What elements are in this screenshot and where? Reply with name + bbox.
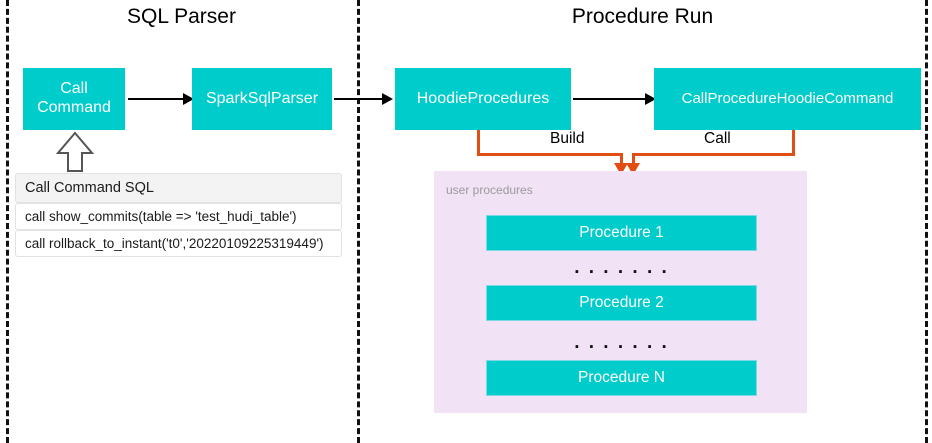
section-title-procedure-run: Procedure Run [571, 5, 714, 28]
sql-table-row-1: call show_commits(table => 'test_hudi_ta… [15, 203, 342, 230]
procedure-box-2[interactable]: Procedure 2 [486, 285, 757, 321]
call-connector-vertical-left [632, 153, 635, 164]
arrow-hoodie-procedures-to-command [573, 98, 645, 100]
sql-table-row-2: call rollback_to_instant('t0','202201092… [15, 230, 342, 257]
arrow-head-hoodie-procedures-to-command [645, 93, 656, 105]
call-command-sql-table: Call Command SQL call show_commits(table… [15, 173, 342, 257]
arrow-head-parser-to-hoodie-procedures [382, 93, 393, 105]
build-connector-horizontal [477, 153, 623, 156]
build-connector-vertical-left [477, 130, 480, 156]
call-connector-label: Call [700, 130, 735, 148]
node-hoodie-procedures[interactable]: HoodieProcedures [395, 68, 571, 130]
node-call-command[interactable]: Call Command [23, 68, 125, 130]
build-connector-label: Build [546, 130, 589, 148]
call-connector-horizontal [632, 153, 795, 156]
build-connector-vertical-right [620, 153, 623, 164]
divider-left [6, 0, 9, 443]
arrow-call-command-to-parser [128, 98, 183, 100]
node-spark-sql-parser[interactable]: SparkSqlParser [192, 68, 332, 130]
procedure-separator-2: . . . . . . . [574, 332, 669, 353]
call-connector-vertical-right [792, 130, 795, 156]
procedure-separator-1: . . . . . . . [574, 257, 669, 278]
user-procedures-panel-label: user procedures [446, 183, 533, 197]
procedure-box-n[interactable]: Procedure N [486, 360, 757, 396]
section-title-sql-parser: SQL Parser [127, 5, 236, 28]
arrow-head-call-command-to-parser [183, 93, 194, 105]
node-call-command-label-line2: Command [37, 99, 111, 116]
divider-right [925, 0, 928, 443]
divider-middle [357, 0, 360, 443]
block-arrow-up-icon [55, 131, 95, 173]
arrow-parser-to-hoodie-procedures [334, 98, 384, 100]
node-call-procedure-hoodie-command[interactable]: CallProcedureHoodieCommand [654, 68, 921, 130]
sql-table-header: Call Command SQL [15, 173, 342, 203]
procedure-box-1[interactable]: Procedure 1 [486, 215, 757, 251]
node-call-command-label-line1: Call [60, 80, 88, 98]
